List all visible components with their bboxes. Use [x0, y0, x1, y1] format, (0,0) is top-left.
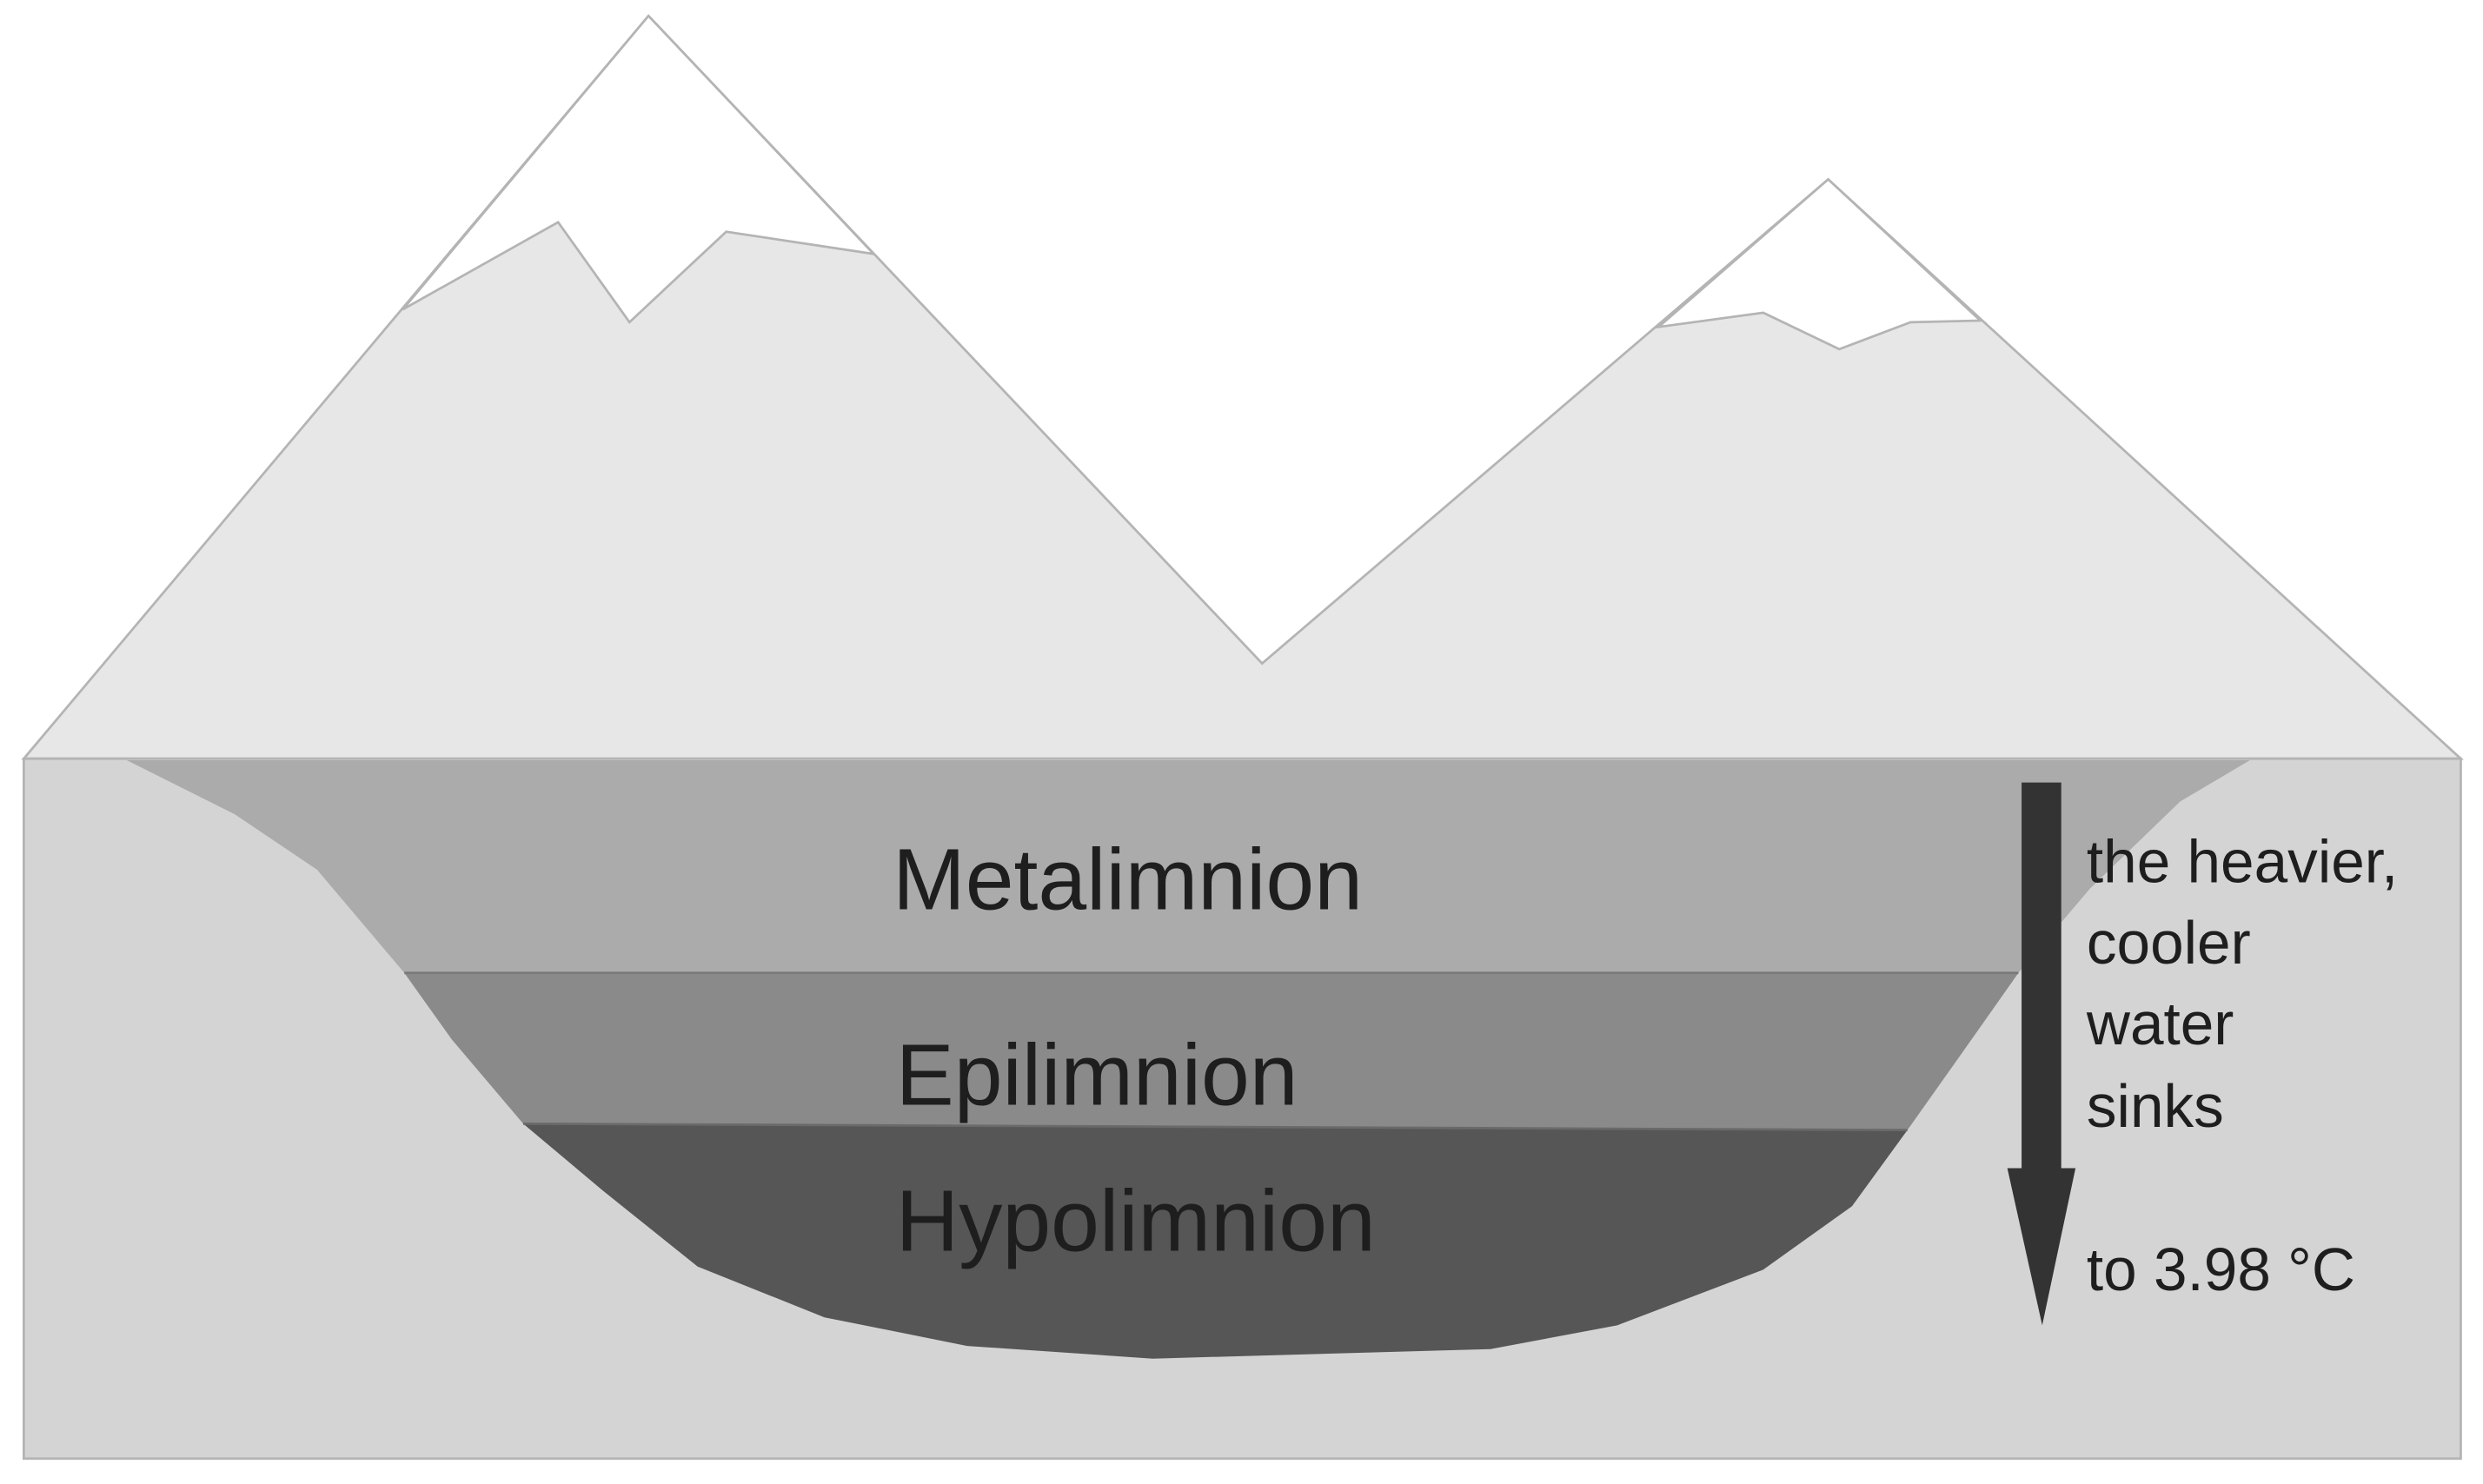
hypolimnion-layer	[523, 1123, 1908, 1359]
temperature-note: to 3.98 °C	[2087, 1236, 2355, 1303]
epilimnion-label: Epilimnion	[896, 1026, 1298, 1123]
metalimnion-layer	[126, 760, 2250, 973]
epilimnion-layer	[404, 972, 2019, 1130]
mountain-range	[21, 14, 2464, 760]
metalimnion-label: Metalimnion	[893, 831, 1363, 929]
sinking-note-line-4: sinks	[2087, 1072, 2224, 1140]
sinking-note-line-2: cooler	[2087, 909, 2251, 977]
snow-cap-left	[402, 14, 877, 324]
hypolimnion-label: Hypolimnion	[896, 1172, 1376, 1269]
sinking-note-line-1: the heavier,	[2087, 828, 2398, 896]
sinking-arrow	[2007, 782, 2076, 1326]
snow-cap-right	[1654, 177, 1984, 351]
sinking-note-line-3: water	[2086, 990, 2234, 1057]
boundary-line-lower	[523, 1122, 1908, 1132]
